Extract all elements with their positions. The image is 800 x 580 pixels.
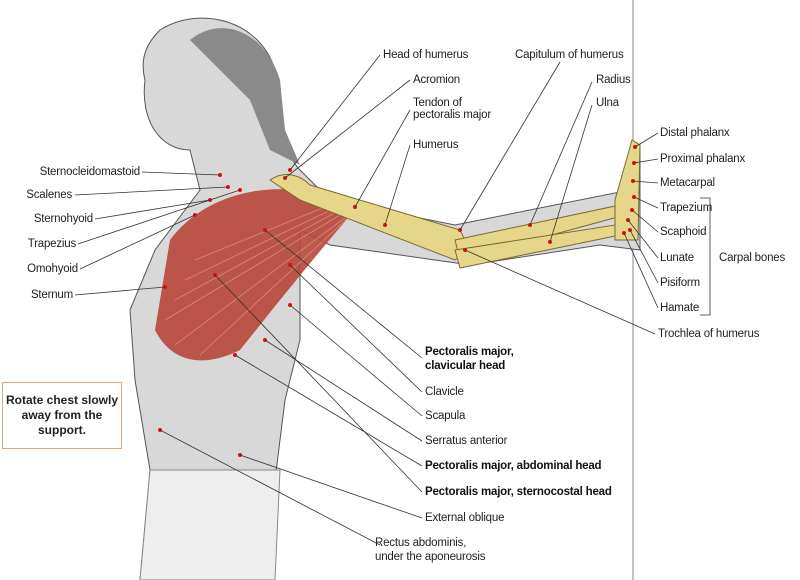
arm-bones <box>269 139 641 269</box>
label-distal-phalanx: Distal phalanx <box>660 127 730 139</box>
label-head-of-humerus: Head of humerus <box>383 49 469 61</box>
label-metacarpal: Metacarpal <box>660 177 715 189</box>
label-omohyoid: Omohyoid <box>27 263 78 275</box>
label-serratus: Serratus anterior <box>425 435 508 447</box>
instruction-text: Rotate chest slowly away from the suppor… <box>5 393 119 437</box>
label-capitulum: Capitulum of humerus <box>515 49 624 61</box>
label-sternocleidomastoid: Sternocleidomastoid <box>39 166 141 178</box>
label-external-oblique: External oblique <box>425 512 505 524</box>
label-rectus-2: under the aponeurosis <box>375 551 486 563</box>
carpal-bracket <box>700 197 711 316</box>
label-humerus: Humerus <box>413 139 459 151</box>
label-scapula: Scapula <box>425 410 466 422</box>
label-tendon-2: pectoralis major <box>413 109 491 121</box>
label-pisiform: Pisiform <box>660 277 700 289</box>
label-pec-clavicular-1: Pectoralis major, <box>425 346 514 358</box>
label-clavicle: Clavicle <box>425 386 464 398</box>
label-acromion: Acromion <box>413 74 460 86</box>
label-carpal-bones: Carpal bones <box>719 252 786 264</box>
label-scaphoid: Scaphoid <box>660 226 707 238</box>
label-sternum: Sternum <box>30 289 73 301</box>
figure-body <box>129 17 641 580</box>
label-ulna: Ulna <box>596 97 619 109</box>
label-pec-sternocostal: Pectoralis major, sternocostal head <box>425 486 612 498</box>
label-lunate: Lunate <box>660 252 694 264</box>
label-hamate: Hamate <box>660 302 700 314</box>
muscle-fibers <box>164 204 351 356</box>
label-trochlea: Trochlea of humerus <box>658 328 760 340</box>
leader-lines <box>74 54 659 546</box>
label-scalenes: Scalenes <box>26 189 72 201</box>
label-trapezius: Trapezius <box>27 238 76 250</box>
pectoralis-major <box>155 189 355 361</box>
instruction-note: Rotate chest slowly away from the suppor… <box>2 382 122 449</box>
label-rectus-1: Rectus abdominis, <box>375 537 467 549</box>
label-trapezium: Trapezium <box>660 202 713 214</box>
label-sternohyoid: Sternohyoid <box>33 213 93 225</box>
label-tendon-1: Tendon of <box>413 97 462 109</box>
label-pec-abdominal: Pectoralis major, abdominal head <box>425 460 602 472</box>
label-proximal-phalanx: Proximal phalanx <box>660 153 746 165</box>
label-pec-clavicular-2: clavicular head <box>425 360 506 372</box>
label-radius: Radius <box>596 74 631 86</box>
